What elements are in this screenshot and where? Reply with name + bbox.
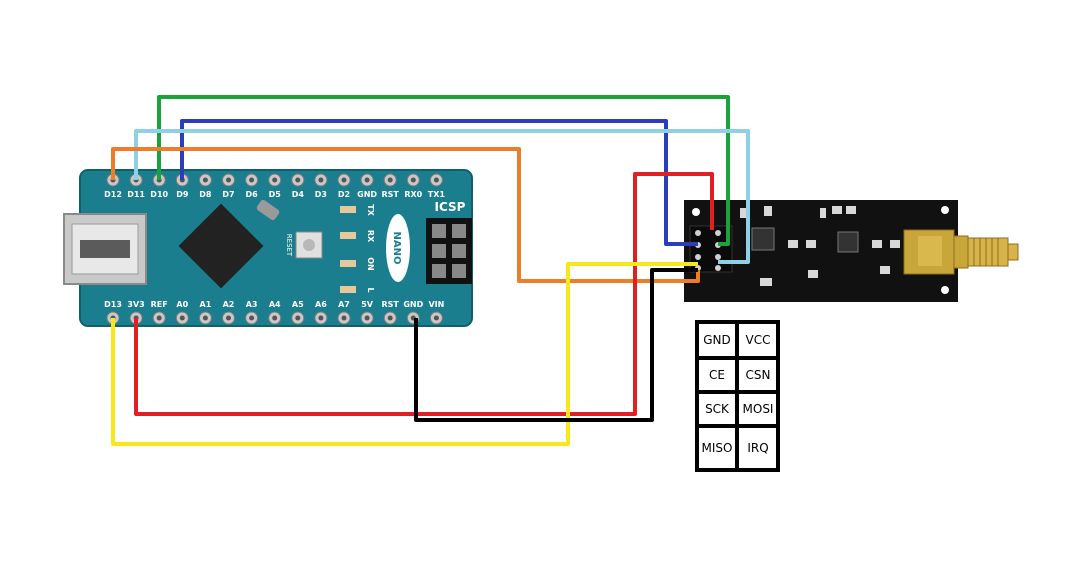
top-pin-label: RST: [382, 190, 400, 199]
pinout-cell: CSN: [746, 368, 771, 382]
top-pin-hole: [249, 177, 255, 183]
bottom-pin-label: A2: [223, 300, 235, 309]
led-label: TX: [366, 204, 375, 216]
top-pin-label: D10: [150, 190, 168, 199]
bottom-pin-hole: [295, 315, 301, 321]
top-pin-label: D3: [315, 190, 327, 199]
bottom-pin-label: A3: [246, 300, 258, 309]
wire-orange-d12-miso: [111, 147, 700, 283]
top-pin-hole: [433, 177, 439, 183]
nrf24-pinout-table: GND VCC CE CSN SCK MOSI MISO IRQ: [695, 320, 780, 472]
top-pin-label: RX0: [404, 190, 422, 199]
top-pin-label: D6: [245, 190, 258, 199]
wires: [111, 95, 750, 446]
wire-black-gnd-gnd: [414, 268, 698, 422]
led-labels: TX RX ON L: [366, 204, 375, 292]
bottom-pin-hole: [341, 315, 347, 321]
bottom-pin-hole: [318, 315, 324, 321]
top-pin-hole: [295, 177, 301, 183]
bottom-pin-hole: [272, 315, 278, 321]
bottom-pin-label: D13: [104, 300, 122, 309]
bottom-pin-label: A1: [200, 300, 212, 309]
bottom-pin-hole: [387, 315, 393, 321]
reset-button: RESET: [285, 231, 323, 259]
pinout-cell: IRQ: [747, 441, 768, 455]
top-pin-label: D7: [222, 190, 234, 199]
top-pin-label: D11: [127, 190, 145, 199]
top-pin-hole: [226, 177, 231, 183]
bottom-pin-label: A7: [338, 300, 350, 309]
top-pin-hole: [341, 177, 347, 183]
wire-yellow-d13-sck: [111, 262, 698, 446]
antenna-connector: [903, 229, 1019, 275]
led-label: RX: [366, 230, 375, 243]
nano-logo-text: NANO: [391, 232, 402, 265]
bottom-pin-hole: [226, 315, 231, 321]
top-pin-label: D8: [199, 190, 212, 199]
pinout-cell: CE: [709, 368, 725, 382]
pinout-cell: VCC: [746, 333, 771, 347]
top-pin-hole: [410, 177, 416, 183]
status-leds: [340, 206, 356, 293]
bottom-pin-hole: [202, 315, 208, 321]
bottom-pin-label: 5V: [361, 300, 374, 309]
bottom-pin-label: A5: [292, 300, 304, 309]
bottom-pin-label: RST: [382, 300, 400, 309]
wire-blue-d9-ce: [180, 119, 698, 246]
reset-label: RESET: [285, 234, 293, 257]
top-pin-label: D4: [292, 190, 305, 199]
top-pin-label: D5: [269, 190, 282, 199]
top-pin-hole: [272, 177, 278, 183]
top-pin-label: D2: [338, 190, 350, 199]
top-pin-hole: [364, 177, 370, 183]
pinout-cell: SCK: [705, 402, 730, 416]
led-label: ON: [366, 257, 375, 271]
pinout-cell: MISO: [702, 441, 733, 455]
pinout-cell: MOSI: [743, 402, 774, 416]
nrf24-module: [684, 200, 1019, 302]
top-pin-hole: [318, 177, 324, 183]
icsp-header: ICSP: [426, 200, 472, 284]
led-label: L: [366, 287, 375, 292]
top-pin-label: GND: [357, 190, 377, 199]
top-pin-label: TX1: [428, 190, 446, 199]
bottom-pin-hole: [364, 315, 370, 321]
top-pin-label: D9: [176, 190, 189, 199]
top-pin-hole: [202, 177, 208, 183]
bottom-pin-label: A4: [269, 300, 281, 309]
bottom-pin-hole: [249, 315, 255, 321]
top-pin-hole: [387, 177, 393, 183]
bottom-pin-label: A6: [315, 300, 327, 309]
usb-connector: [63, 213, 147, 285]
bottom-pin-hole: [179, 315, 185, 321]
bottom-pin-label: GND: [403, 300, 423, 309]
wire-green-d10-mosi: [157, 95, 730, 246]
top-pin-label: D12: [104, 190, 122, 199]
bottom-pin-label: 3V3: [127, 300, 144, 309]
nrf24-components: [740, 206, 900, 286]
bottom-pin-hole: [156, 315, 162, 321]
bottom-pin-hole: [433, 315, 439, 321]
bottom-pin-label: VIN: [428, 300, 444, 309]
nano-logo: NANO: [386, 214, 410, 282]
bottom-pin-label: REF: [151, 300, 168, 309]
pinout-cell: GND: [703, 333, 731, 347]
icsp-label: ICSP: [435, 200, 466, 214]
crystal: [256, 199, 280, 221]
bottom-pin-label: A0: [176, 300, 188, 309]
wire-red-3v3-vcc: [134, 172, 714, 416]
